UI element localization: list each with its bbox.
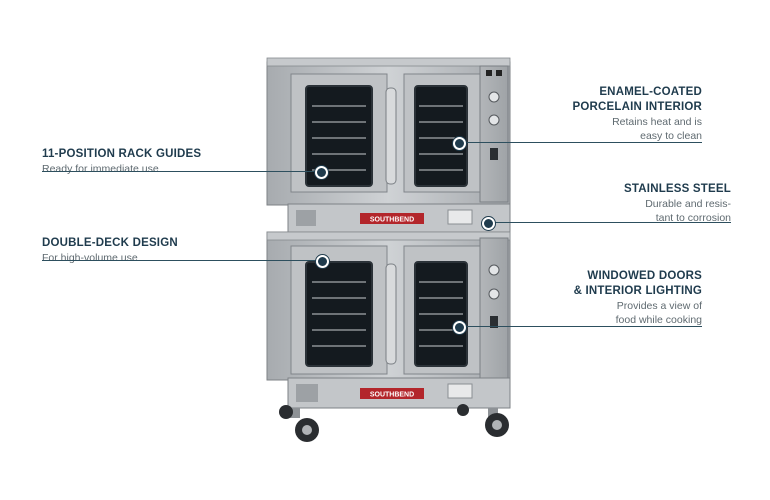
callout-windowed-dot <box>453 321 466 334</box>
callout-enamel: ENAMEL-COATED PORCELAIN INTERIOR Retains… <box>560 85 702 143</box>
callout-enamel-desc-2: easy to clean <box>640 130 702 142</box>
callout-double-deck-title: DOUBLE-DECK DESIGN <box>42 237 178 249</box>
callout-stainless-desc-2: tant to corrosion <box>655 212 731 224</box>
callout-double-deck-desc: For high-volume use <box>42 252 138 264</box>
callout-enamel-desc-1: Retains heat and is <box>612 116 702 128</box>
callout-windowed-desc-2: food while cooking <box>615 314 702 326</box>
callout-stainless: STAINLESS STEEL Durable and resis- tant … <box>560 182 731 225</box>
callout-windowed: WINDOWED DOORS & INTERIOR LIGHTING Provi… <box>560 269 702 327</box>
callout-enamel-title-2: PORCELAIN INTERIOR <box>572 101 702 113</box>
callout-rack-guides-title: 11-POSITION RACK GUIDES <box>42 148 202 160</box>
middle-band: SOUTHBEND <box>287 203 511 233</box>
callout-stainless-desc-1: Durable and resis- <box>645 198 731 210</box>
callout-enamel-line <box>459 142 702 143</box>
callout-stainless-dot <box>482 217 495 230</box>
callout-rack-guides-line <box>42 171 319 172</box>
bottom-band: SOUTHBEND <box>287 377 511 409</box>
callout-windowed-desc-1: Provides a view of <box>616 300 702 312</box>
brand-badge-upper: SOUTHBEND <box>370 217 414 224</box>
lower-oven-deck <box>266 231 511 381</box>
callout-windowed-line <box>459 326 702 327</box>
callout-stainless-title: STAINLESS STEEL <box>624 183 731 195</box>
callout-double-deck: DOUBLE-DECK DESIGN For high-volume use <box>42 236 178 265</box>
callout-rack-guides-dot <box>315 166 328 179</box>
callout-enamel-title-1: ENAMEL-COATED <box>599 86 702 98</box>
callout-windowed-title-1: WINDOWED DOORS <box>587 270 702 282</box>
casters <box>279 404 509 442</box>
callout-windowed-title-2: & INTERIOR LIGHTING <box>573 285 702 297</box>
callout-rack-guides: 11-POSITION RACK GUIDES Ready for immedi… <box>42 147 201 176</box>
callout-double-deck-dot <box>316 255 329 268</box>
callout-stainless-line <box>488 222 731 223</box>
callout-enamel-dot <box>453 137 466 150</box>
callout-double-deck-line <box>42 260 320 261</box>
brand-badge-lower: SOUTHBEND <box>370 392 414 399</box>
callout-rack-guides-desc: Ready for immediate use <box>42 163 159 175</box>
upper-oven-deck <box>266 57 511 206</box>
